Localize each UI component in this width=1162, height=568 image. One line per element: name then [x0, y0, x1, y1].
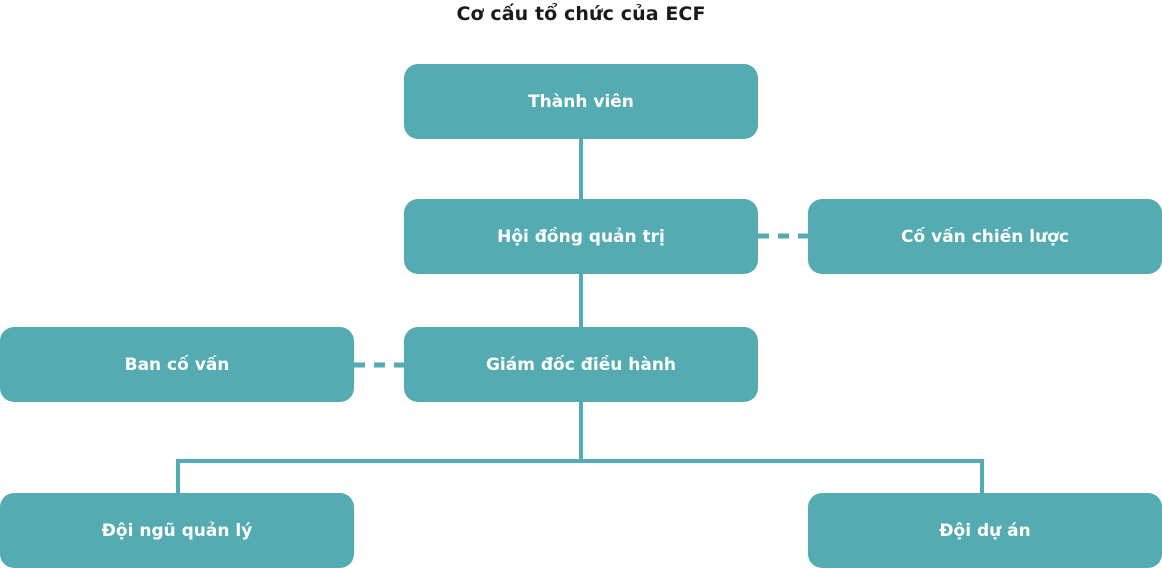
node-strategic-advisor: Cố vấn chiến lược: [808, 199, 1162, 274]
node-management-team-label: Đội ngũ quản lý: [101, 520, 253, 541]
node-project-team: Đội dự án: [808, 493, 1162, 568]
node-members-label: Thành viên: [528, 91, 634, 112]
node-board: Hội đồng quản trị: [404, 199, 758, 274]
node-advisory-board: Ban cố vấn: [0, 327, 354, 402]
node-members: Thành viên: [404, 64, 758, 139]
node-management-team: Đội ngũ quản lý: [0, 493, 354, 568]
node-ceo-label: Giám đốc điều hành: [485, 354, 677, 375]
node-strategic-advisor-label: Cố vấn chiến lược: [901, 226, 1069, 247]
diagram-title: Cơ cấu tổ chức của ECF: [456, 3, 706, 25]
node-project-team-label: Đội dự án: [939, 520, 1031, 541]
node-ceo: Giám đốc điều hành: [404, 327, 758, 402]
node-advisory-board-label: Ban cố vấn: [124, 354, 230, 375]
node-board-label: Hội đồng quản trị: [497, 226, 665, 247]
